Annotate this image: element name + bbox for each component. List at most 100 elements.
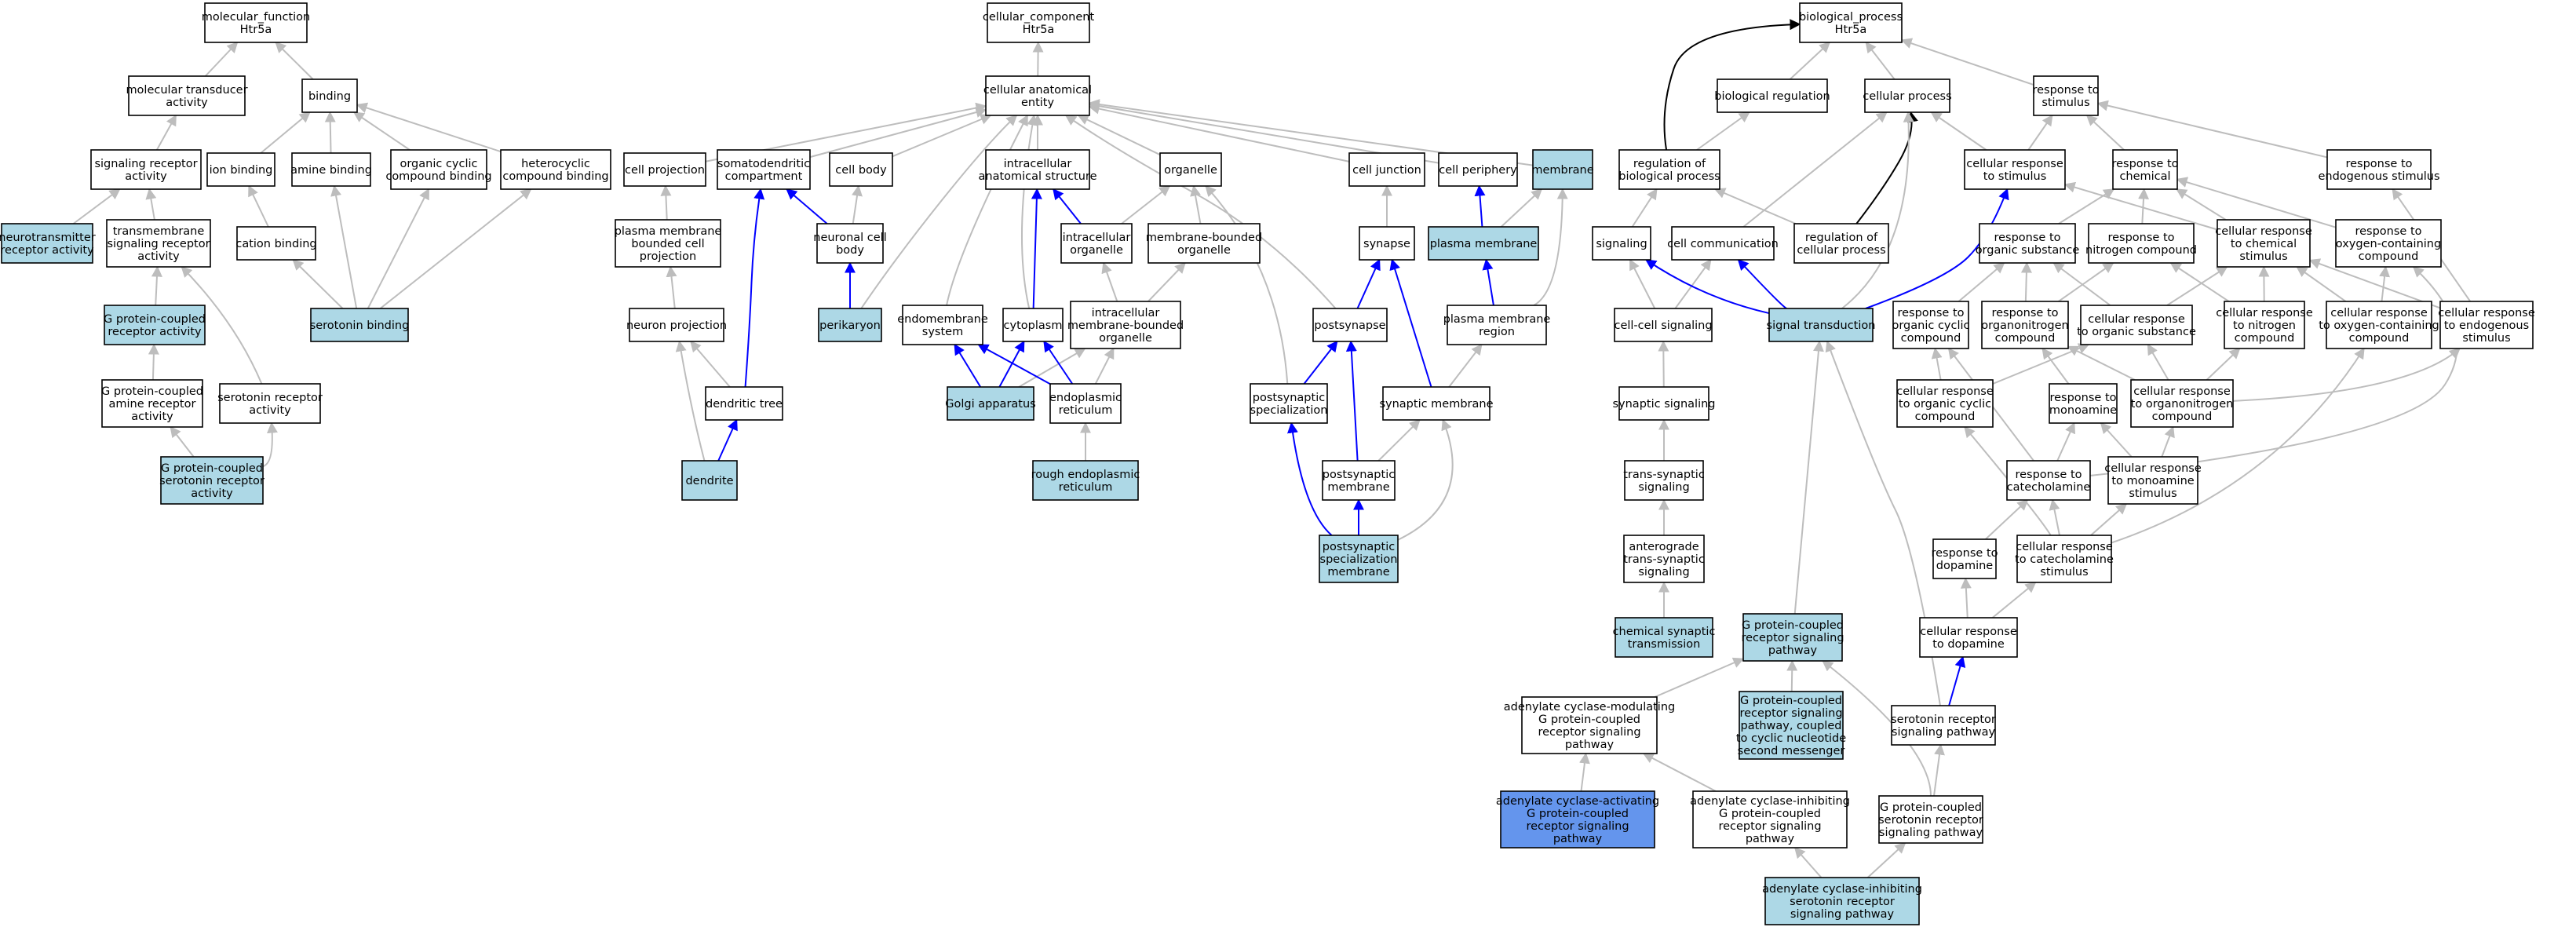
go-term-node-serb[interactable]: serotonin binding xyxy=(310,308,410,342)
go-term-node-perikaryon[interactable]: perikaryon xyxy=(818,308,882,342)
go-term-node-pm[interactable]: plasma membrane xyxy=(1428,226,1539,261)
go-term-node-cellcomm[interactable]: cell communication xyxy=(1667,226,1779,261)
go-term-node-ionb[interactable]: ion binding xyxy=(206,152,275,187)
edge-crtes-to-crcs xyxy=(2308,258,2441,309)
edge-st-to-cellcomm xyxy=(1737,258,1787,309)
node-label-line: plasma membrane xyxy=(1430,238,1538,250)
go-term-node-amineb[interactable]: amine binding xyxy=(290,152,372,187)
go-term-node-bioreg[interactable]: biological regulation xyxy=(1714,78,1830,113)
node-label-line: cell projection xyxy=(625,164,705,177)
go-term-node-cellproc[interactable]: cellular process xyxy=(1863,78,1952,113)
go-term-node-membrane[interactable]: membrane xyxy=(1531,149,1594,190)
go-term-node-signaling[interactable]: signaling xyxy=(1592,226,1651,261)
go-term-node-cellproj[interactable]: cell projection xyxy=(623,152,706,187)
go-term-node-dt[interactable]: dendritic tree xyxy=(705,386,783,421)
node-label-line: G protein-coupled xyxy=(1538,713,1640,726)
go-term-node-golgi[interactable]: Golgi apparatus xyxy=(945,386,1036,421)
go-term-node-np[interactable]: neuron projection xyxy=(626,308,727,342)
node-label-line: specialization xyxy=(1250,404,1328,417)
go-term-node-cellper[interactable]: cell periphery xyxy=(1438,152,1518,187)
node-label-line: receptor activity xyxy=(108,326,202,338)
go-term-node-cellbody[interactable]: cell body xyxy=(829,152,893,187)
go-term-node-postsyn[interactable]: postsynapse xyxy=(1312,308,1388,342)
go-term-node-synm[interactable]: synaptic membrane xyxy=(1379,386,1494,421)
go-term-node-catb[interactable]: cation binding xyxy=(235,226,317,261)
node-label-line: compound binding xyxy=(385,170,491,183)
go-term-node-synsig[interactable]: synaptic signaling xyxy=(1612,386,1716,421)
go-term-node-st[interactable]: signal transduction xyxy=(1767,308,1876,342)
go-term-node-binding[interactable]: binding xyxy=(301,78,358,113)
go-term-node-organelle[interactable]: organelle xyxy=(1159,152,1222,187)
go-term-node-dendrite[interactable]: dendrite xyxy=(681,460,738,501)
go-term-node-cytoplasm[interactable]: cytoplasm xyxy=(1002,308,1064,342)
node-label-line: cell periphery xyxy=(1439,164,1517,177)
go-term-node-synapse[interactable]: synapse xyxy=(1359,226,1415,261)
go-term-node-celljunc[interactable]: cell junction xyxy=(1348,152,1425,187)
go-term-node-ccsig[interactable]: cell-cell signaling xyxy=(1614,308,1713,342)
